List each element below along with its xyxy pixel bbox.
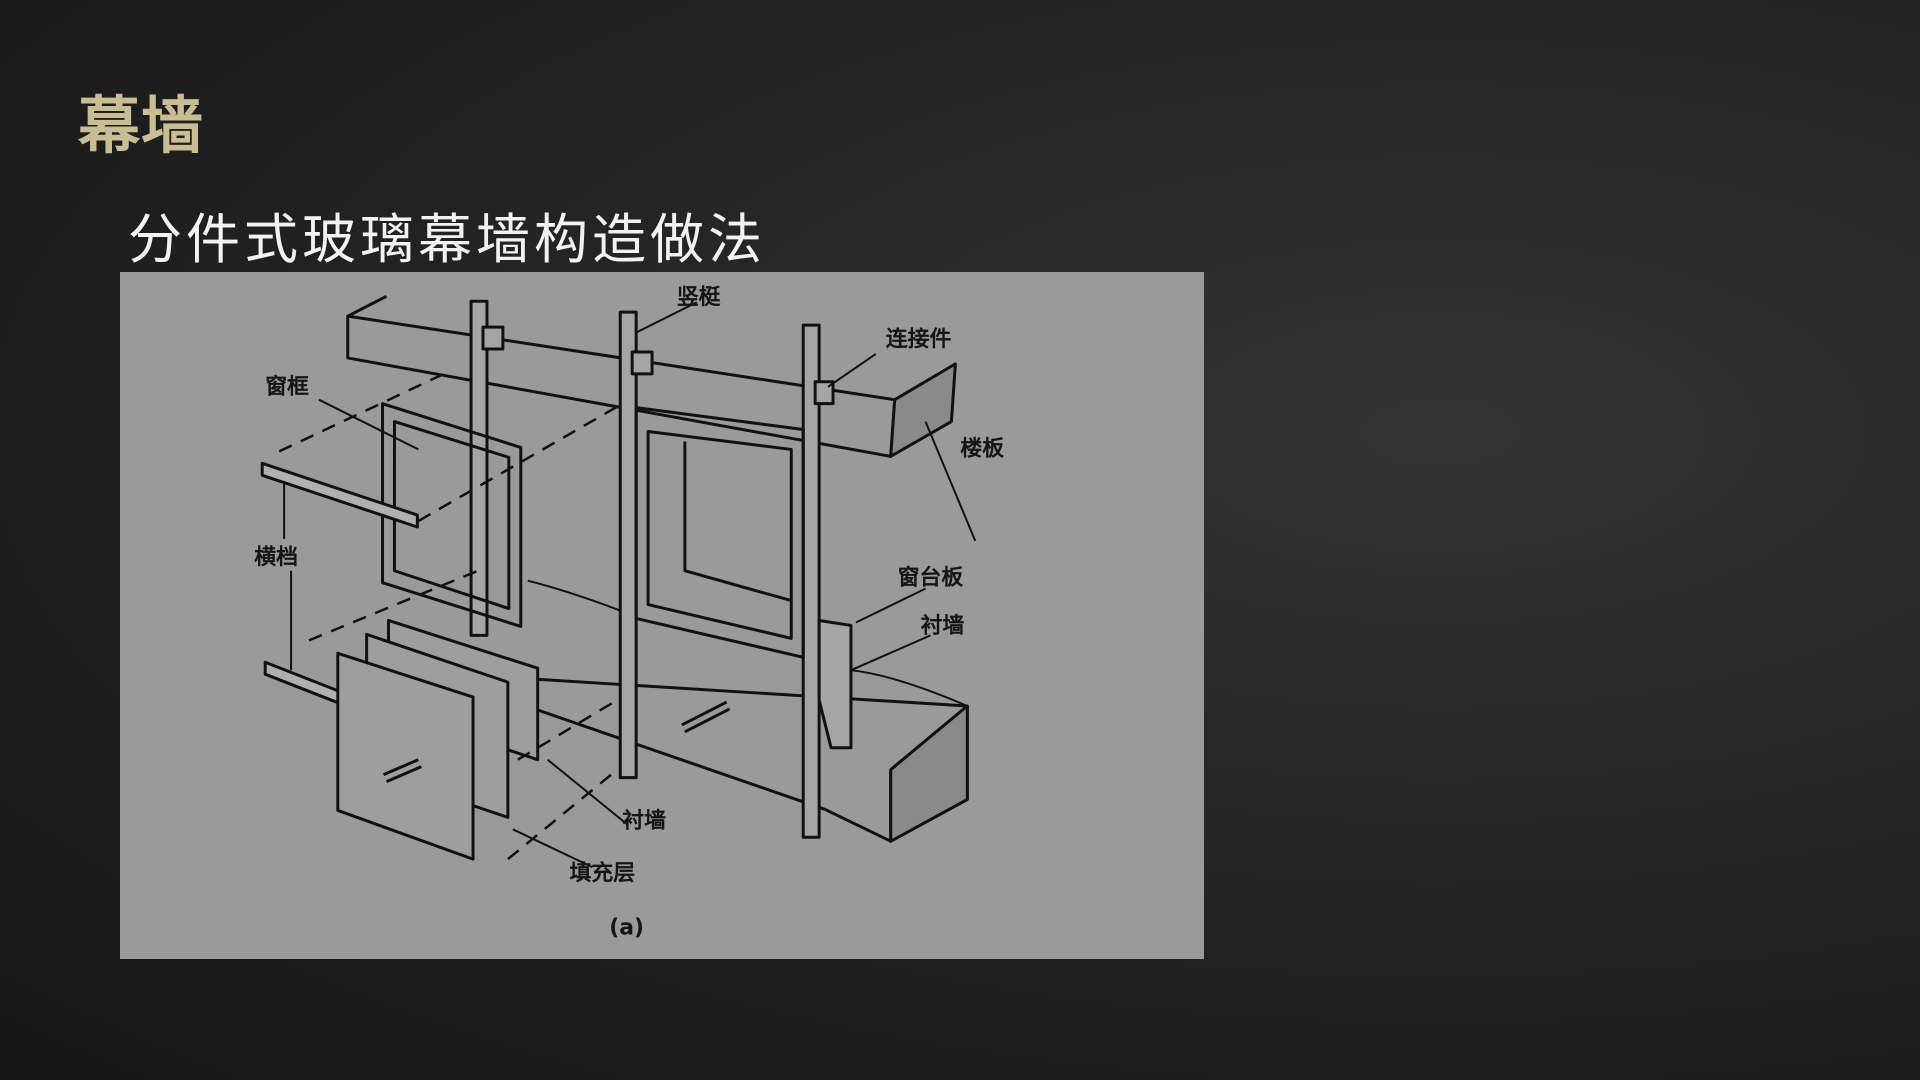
dashed-guides — [278, 370, 619, 861]
connectors — [481, 325, 835, 406]
label-window-sill: 窗台板 — [898, 565, 964, 591]
right-window-frame — [634, 406, 853, 750]
label-transom: 横档 — [254, 545, 298, 570]
diagram-drawing: 竖梃 连接件 楼板 窗框 横档 窗台板 衬墙 衬墙 填充层 (a) — [254, 285, 1004, 941]
curtain-wall-diagram: 竖梃 连接件 楼板 窗框 横档 窗台板 衬墙 衬墙 填充层 (a) — [120, 272, 1204, 959]
infill-panels — [336, 618, 731, 861]
label-infill-layer: 填充层 — [570, 860, 636, 886]
label-connector: 连接件 — [886, 326, 952, 352]
leader-lines — [283, 301, 977, 869]
slide-subtitle: 分件式玻璃幕墙构造做法 — [128, 208, 766, 271]
label-mullion: 竖梃 — [677, 285, 721, 310]
left-window-frame — [381, 402, 523, 628]
slide-title: 幕墙 — [78, 89, 205, 162]
figure-caption: (a) — [609, 916, 644, 941]
lower-floor-slab — [534, 677, 969, 843]
label-floor-slab: 楼板 — [960, 436, 1004, 461]
label-lining-wall-bottom: 衬墙 — [622, 808, 666, 833]
label-lining-wall-right: 衬墙 — [921, 613, 965, 638]
label-window-frame: 窗框 — [265, 374, 309, 400]
